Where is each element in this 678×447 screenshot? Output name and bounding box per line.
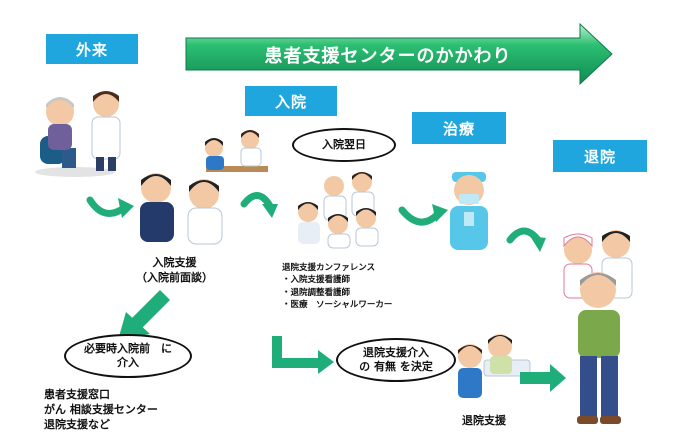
outpatient-scene-illustration (35, 91, 121, 177)
desk-item-1: 患者支援窓口 (44, 388, 110, 401)
flow-arrow-3 (398, 206, 442, 226)
discharge-support-illustration (458, 334, 531, 398)
label-discharge-support: 退院支援 (462, 414, 506, 427)
label-support-desk: 患者支援窓口 がん 相談支援センター 退院支援など (44, 388, 158, 433)
label-conference: 退院支援カンファレンス ・入院支援看護師 ・退院調整看護師 ・医療 ソーシャルワ… (282, 262, 392, 311)
banner-title: 患者支援センターのかかわり (264, 46, 512, 67)
right-arrow (520, 364, 566, 392)
conference-item-1: ・入院支援看護師 (282, 275, 351, 286)
stage-discharge: 退院 (553, 140, 647, 172)
conference-item-3: ・医療 ソーシャルワーカー (282, 299, 393, 310)
admission-interview-illustration (140, 173, 223, 245)
desk-item-2: がん 相談支援センター (44, 402, 158, 416)
l-shaped-arrow (272, 336, 334, 374)
admission-desk-illustration (205, 130, 268, 172)
bubble-discharge-decision: 退院支援介入 の 有無 を決定 (336, 338, 456, 382)
bubble-decision-line1: 退院支援介入 (363, 346, 429, 360)
bubble-pre-admission-intervention: 必要時入院前 に 介入 (64, 334, 192, 378)
flow-arrow-2 (240, 192, 274, 210)
surgeon-illustration (450, 172, 488, 250)
admission-support-line2: （入院前面談） (136, 270, 213, 284)
banner-arrow (185, 22, 613, 86)
desk-item-3: 退院支援など (44, 417, 110, 431)
down-left-arrow (118, 290, 170, 340)
label-admission-support: 入院支援 （入院前面談） (136, 256, 213, 286)
stage-outpatient: 外来 (46, 34, 138, 64)
bubble-decision-line2: の 有無 を決定 (359, 360, 433, 373)
bubble-day-after-admission: 入院翌日 (292, 128, 396, 162)
stage-admission: 入院 (245, 86, 337, 116)
conference-illustration (298, 172, 379, 249)
conference-title: 退院支援カンファレンス (282, 263, 376, 273)
stage-treatment: 治療 (412, 112, 506, 144)
bubble-pre-line2: 介入 (117, 356, 139, 369)
bubble-pre-line1: 必要時入院前 に (84, 342, 172, 356)
conference-item-2: ・退院調整看護師 (282, 287, 351, 298)
admission-support-line1: 入院支援 (152, 256, 197, 269)
discharge-group-illustration (563, 230, 633, 424)
